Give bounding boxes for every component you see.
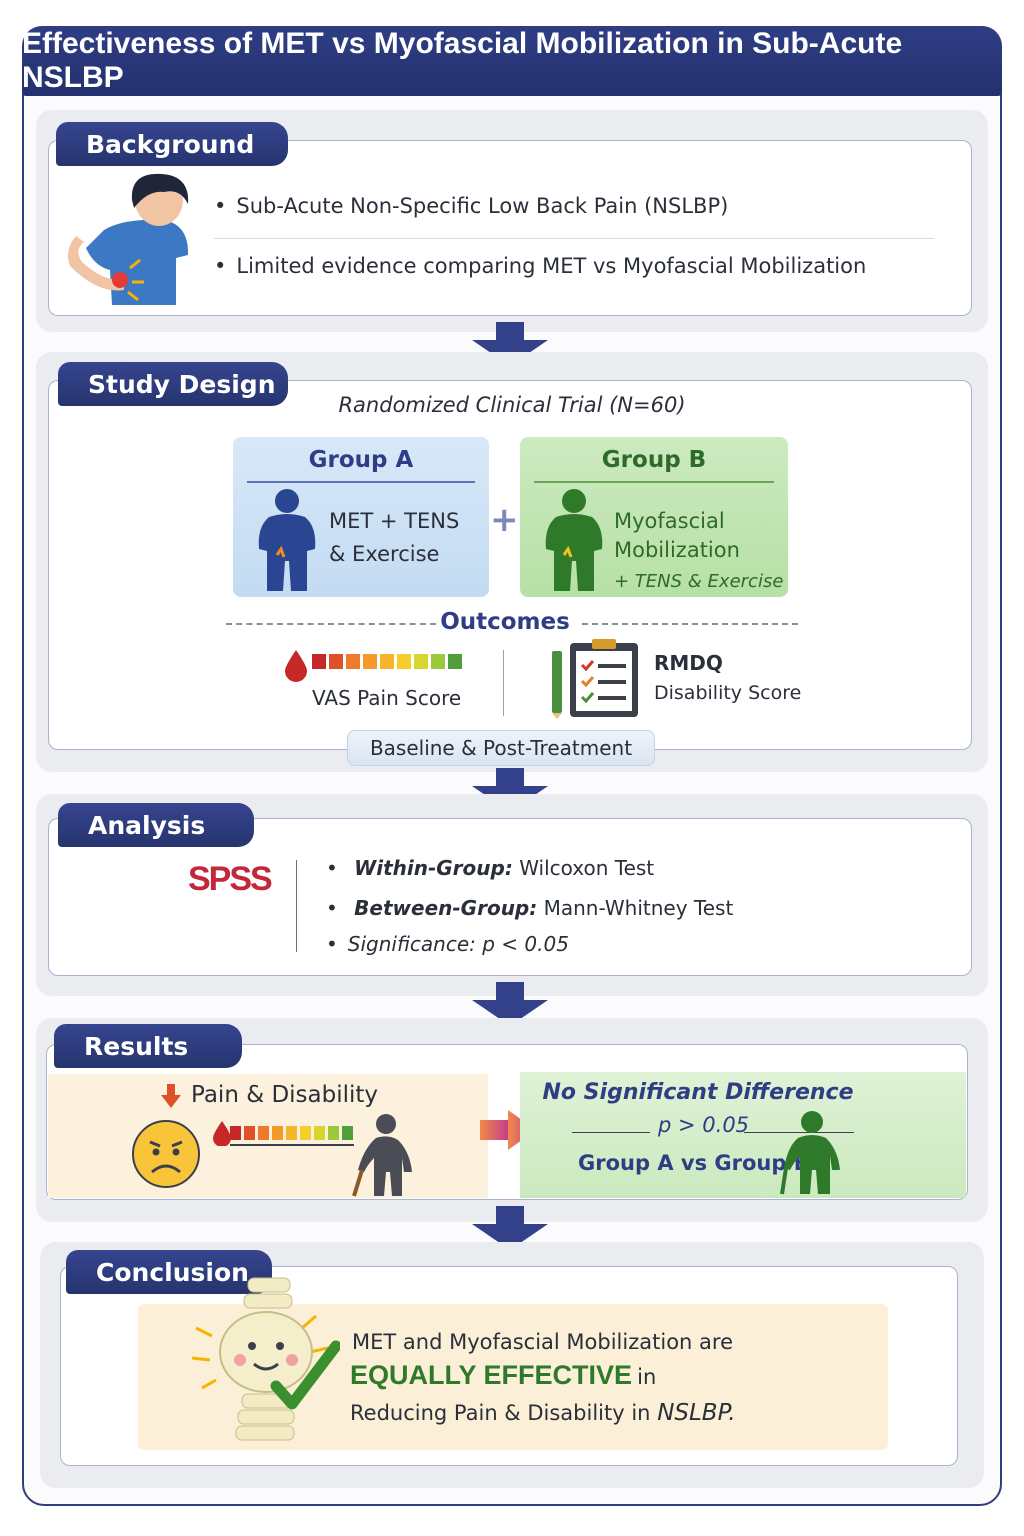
- background-heading: Background: [56, 122, 288, 166]
- scale-segment: [300, 1126, 311, 1140]
- conclusion-line2: EQUALLY EFFECTIVE in: [350, 1360, 656, 1391]
- equally-effective-text: EQUALLY EFFECTIVE: [350, 1360, 633, 1390]
- background-bullet-1: Sub-Acute Non-Specific Low Back Pain (NS…: [214, 194, 728, 218]
- rmdq-subtitle: Disability Score: [654, 682, 802, 704]
- divider: [296, 860, 297, 952]
- vas-label: VAS Pain Score: [312, 686, 462, 710]
- scale-segment: [363, 654, 377, 669]
- scale-segment: [286, 1126, 297, 1140]
- group-b-line3: + TENS & Exercise: [614, 571, 784, 592]
- scale-segment: [328, 1126, 339, 1140]
- group-b-card: Group B Myofascial Mobilization + TENS &…: [520, 437, 788, 597]
- pain-scale-bar: [230, 1126, 353, 1140]
- analysis-significance: Significance: p < 0.05: [326, 932, 569, 956]
- group-a-line2: & Exercise: [329, 542, 440, 566]
- group-b-line2: Mobilization: [614, 538, 740, 562]
- between-value: Mann-Whitney Test: [543, 896, 734, 920]
- p-value: p > 0.05: [658, 1113, 750, 1137]
- trial-type: Randomized Clinical Trial (N=60): [338, 393, 686, 417]
- between-label: Between-Group:: [354, 896, 538, 920]
- divider: [230, 1144, 354, 1146]
- analysis-bullet-within: Within-Group: Wilcoxon Test: [326, 856, 654, 880]
- study-design-heading: Study Design: [58, 362, 288, 406]
- conclusion-in-word: in: [637, 1365, 657, 1389]
- conclusion-line3: Reducing Pain & Disability in NSLBP.: [350, 1400, 736, 1426]
- scale-segment: [448, 654, 462, 669]
- divider: [214, 238, 934, 239]
- comparison-text: Group A vs Group B: [578, 1151, 810, 1175]
- results-heading: Results: [54, 1024, 242, 1068]
- clipboard-checklist-icon: [552, 639, 638, 719]
- scale-segment: [244, 1126, 255, 1140]
- divider: [744, 1132, 854, 1133]
- person-icon-group-a: [258, 489, 316, 591]
- scale-segment: [230, 1126, 241, 1140]
- scale-segment: [329, 654, 343, 669]
- page-title: Effectiveness of MET vs Myofascial Mobil…: [22, 26, 1002, 96]
- arrow-down-icon: [161, 1084, 181, 1108]
- study-design-panel: [48, 380, 972, 750]
- spss-logo: SPSS: [188, 860, 273, 898]
- group-b-line1: Myofascial: [614, 509, 725, 533]
- scale-segment: [414, 654, 428, 669]
- person-icon-group-b: [545, 489, 603, 591]
- sad-face-icon: [132, 1120, 200, 1188]
- scale-segment: [312, 654, 326, 669]
- no-difference-title: No Significant Difference: [542, 1080, 854, 1105]
- within-label: Within-Group:: [354, 856, 513, 880]
- scale-segment: [397, 654, 411, 669]
- analysis-heading: Analysis: [58, 803, 254, 847]
- divider: [503, 650, 504, 716]
- conclusion-line3-start: Reducing Pain & Disability in: [350, 1401, 651, 1425]
- scale-segment: [272, 1126, 283, 1140]
- happy-spine-icon: [191, 1277, 340, 1441]
- conclusion-line1: MET and Myofascial Mobilization are: [352, 1330, 733, 1354]
- scale-segment: [380, 654, 394, 669]
- back-pain-person-icon: [68, 173, 189, 305]
- group-b-title: Group B: [601, 447, 707, 473]
- scale-segment: [314, 1126, 325, 1140]
- conclusion-line3-end: NSLBP.: [657, 1400, 736, 1426]
- scale-segment: [258, 1126, 269, 1140]
- within-value: Wilcoxon Test: [519, 856, 655, 880]
- analysis-bullet-between: Between-Group: Mann-Whitney Test: [326, 896, 733, 920]
- scale-segment: [342, 1126, 353, 1140]
- divider: [572, 1132, 650, 1133]
- group-a-title: Group A: [308, 447, 414, 473]
- conclusion-heading: Conclusion: [66, 1250, 272, 1294]
- vas-pain-scale-bar: [312, 654, 462, 669]
- background-panel: [48, 140, 972, 316]
- background-bullet-2: Limited evidence comparing MET vs Myofas…: [214, 254, 866, 278]
- group-a-line1: MET + TENS: [329, 509, 460, 533]
- rmdq-title: RMDQ: [654, 651, 723, 675]
- blood-drop-icon: [213, 1121, 231, 1146]
- elderly-person-icon: [352, 1114, 412, 1197]
- divider: [247, 481, 475, 483]
- timing-badge: Baseline & Post-Treatment: [347, 730, 655, 766]
- outcomes-label: Outcomes: [440, 609, 570, 635]
- divider: [534, 481, 774, 483]
- plus-sign: +: [490, 500, 519, 540]
- results-right-box: [520, 1072, 966, 1198]
- results-left-text: Pain & Disability: [191, 1082, 379, 1108]
- scale-segment: [431, 654, 445, 669]
- blood-drop-icon: [285, 650, 307, 682]
- standing-person-icon: [780, 1111, 840, 1195]
- divider: [582, 623, 798, 625]
- divider: [226, 623, 436, 625]
- scale-segment: [346, 654, 360, 669]
- group-a-card: Group A MET + TENS & Exercise: [233, 437, 489, 597]
